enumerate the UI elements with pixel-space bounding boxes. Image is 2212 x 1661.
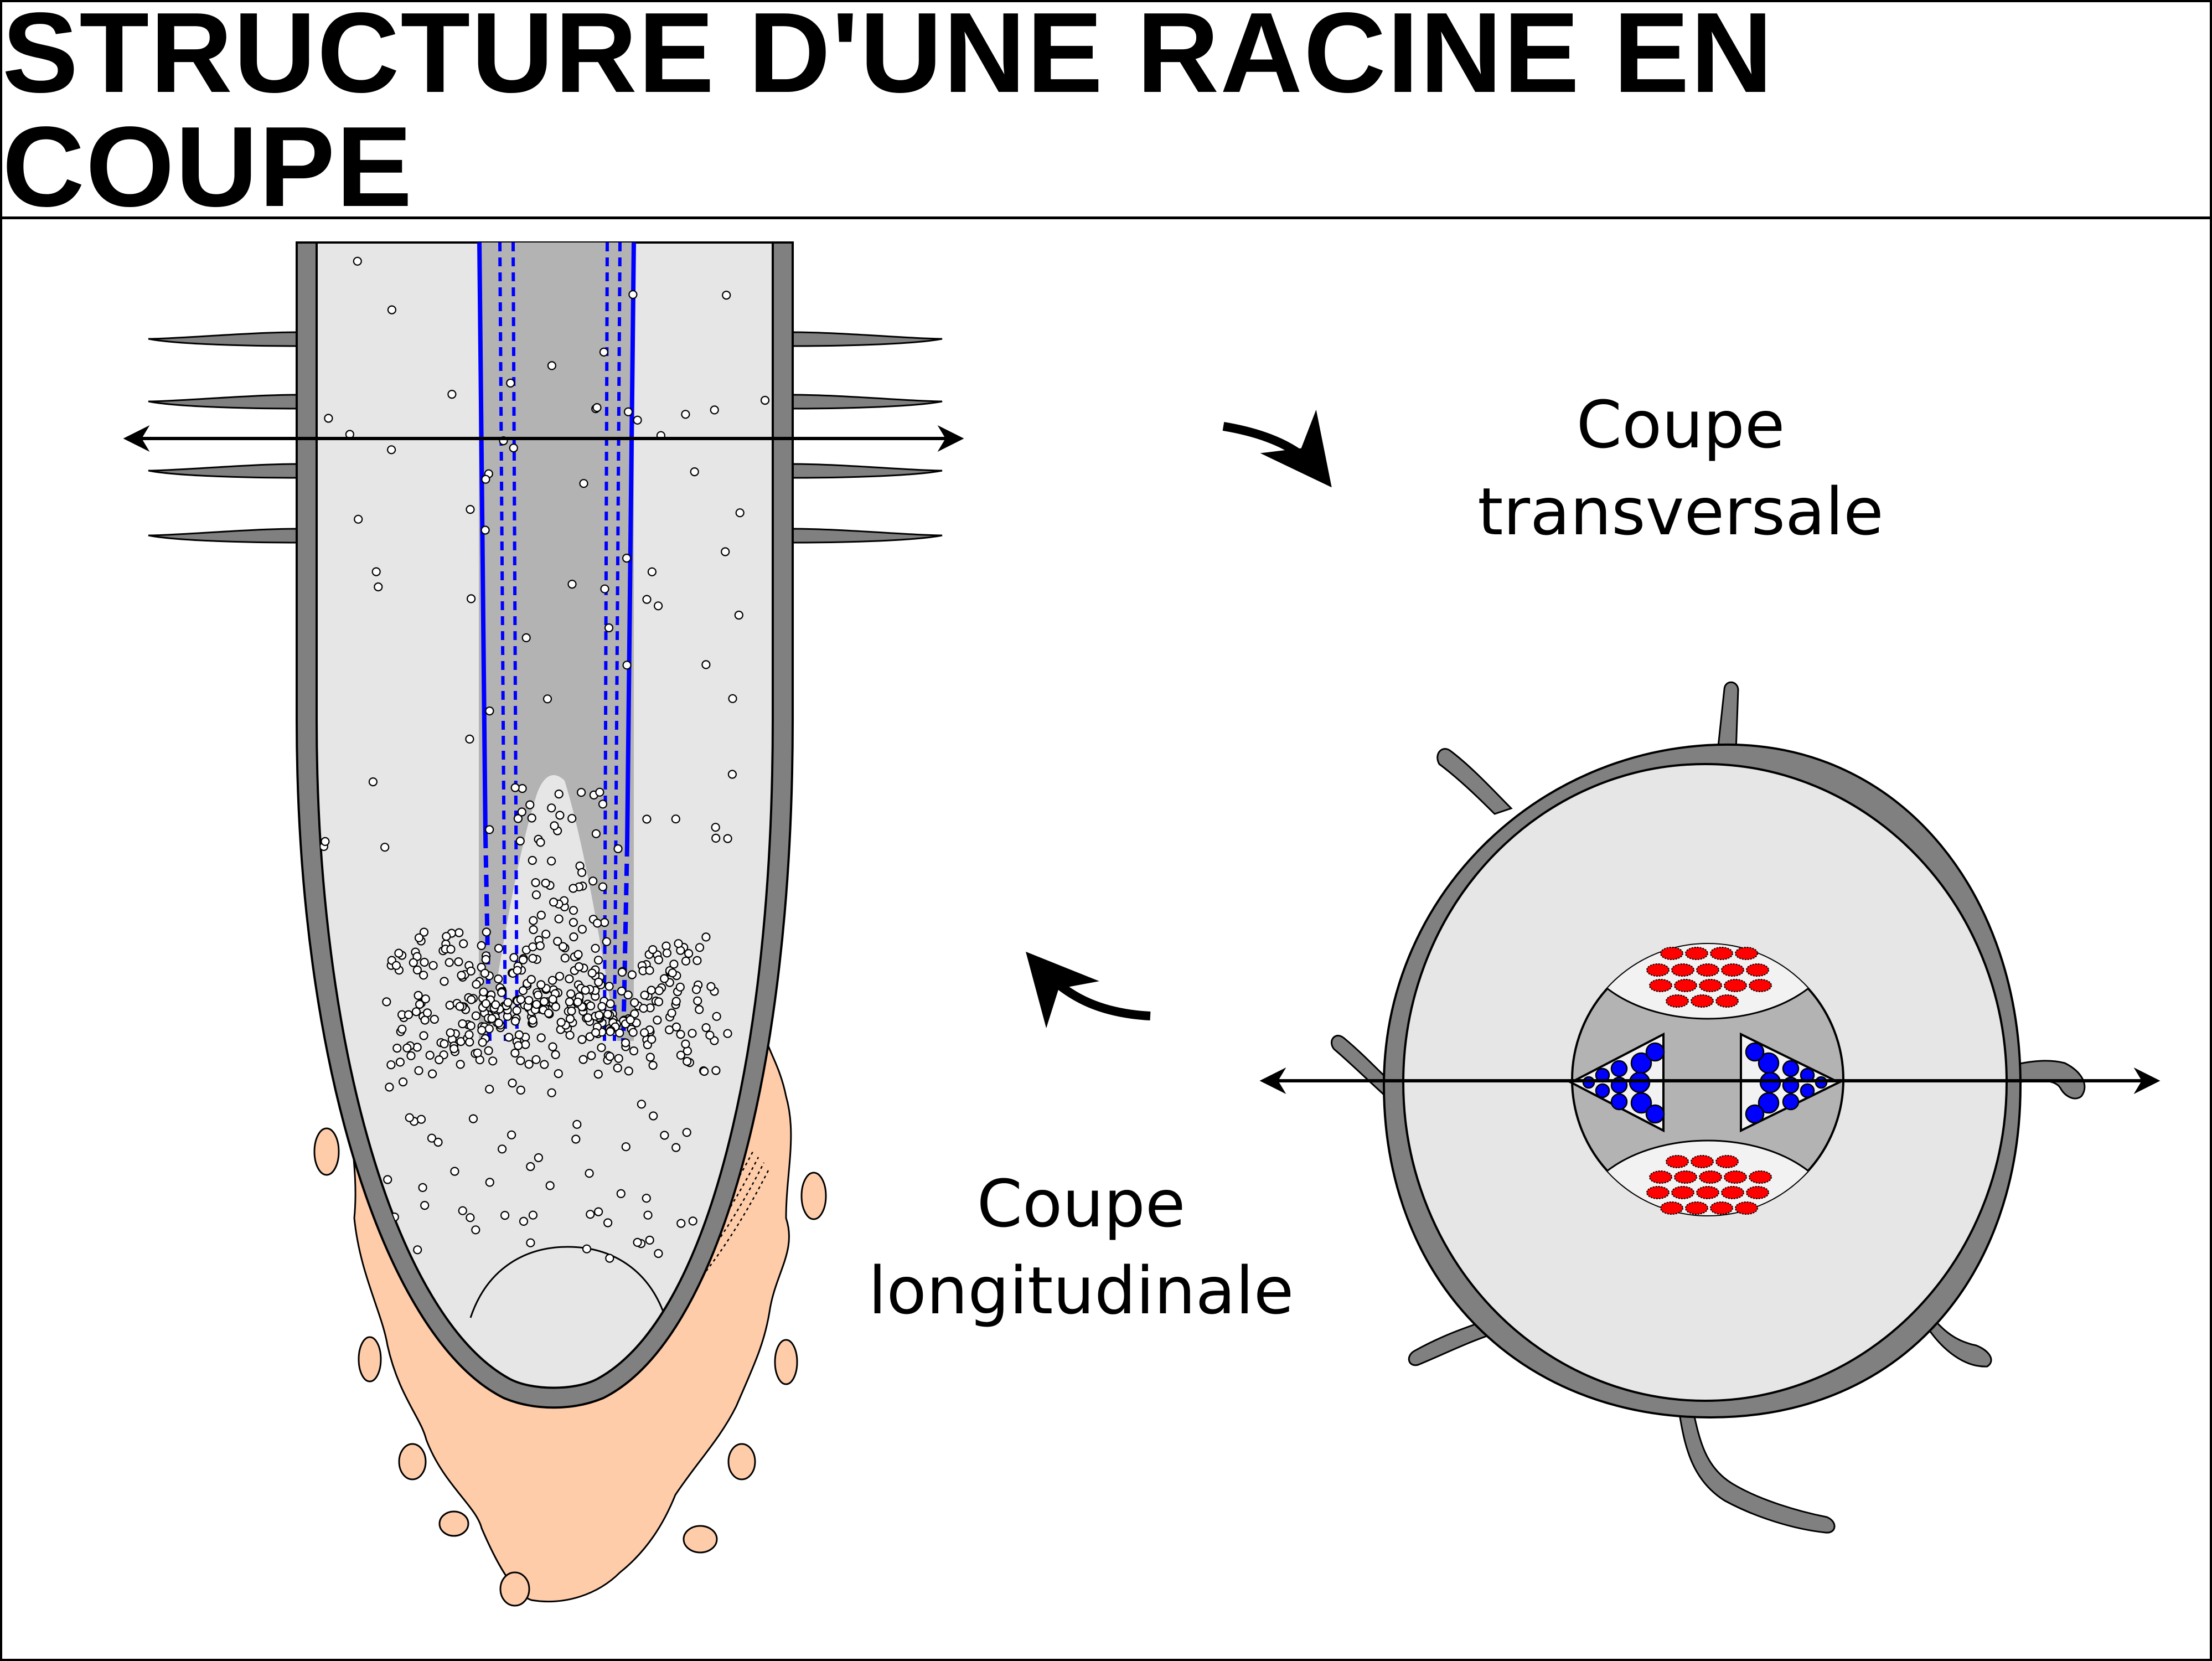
label-longitudinal: Coupe longitudinale <box>869 1165 1294 1329</box>
label-transverse: Coupe transversale <box>1477 386 1883 550</box>
sloughed-cells <box>313 1127 827 1607</box>
root-hairs-right <box>790 331 943 544</box>
title-bar: STRUCTURE D'UNE RACINE EN COUPE <box>2 0 2210 224</box>
phloem-cells <box>1646 947 1772 1215</box>
label-longitudinal-line2: longitudinale <box>869 1252 1294 1329</box>
cortex <box>316 241 774 1389</box>
curved-arrow-right-icon <box>1222 409 1332 488</box>
vascular-strands <box>477 242 636 1041</box>
label-transverse-line2: transversale <box>1477 473 1883 550</box>
quiescent-center <box>469 1246 666 1318</box>
label-transverse-line1: Coupe <box>1577 386 1785 463</box>
phloem-patch-bottom <box>1577 1139 1839 1215</box>
label-longitudinal-line1: Coupe <box>977 1165 1186 1242</box>
curved-arrow-left-icon <box>1026 951 1151 1029</box>
root-hairs-left <box>148 331 300 544</box>
transverse-section <box>1259 681 2161 1534</box>
page-title: STRUCTURE D'UNE RACINE EN COUPE <box>2 0 1774 230</box>
longitudinal-section <box>123 241 964 1607</box>
phloem-patch-top <box>1577 944 1839 1020</box>
